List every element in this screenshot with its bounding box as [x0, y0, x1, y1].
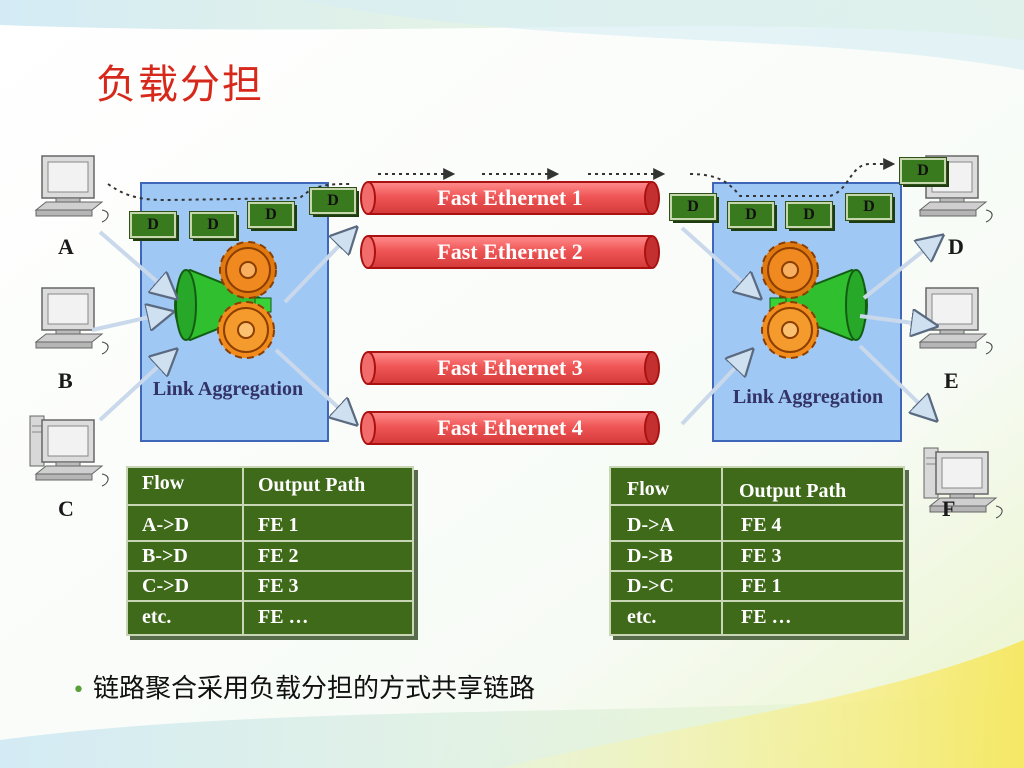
page-title: 负载分担 [96, 62, 264, 108]
table-cell: D->C [627, 575, 674, 597]
table-cell: etc. [142, 606, 172, 628]
left-aggregation-label: Link Aggregation [152, 378, 304, 400]
host-label-a: A [58, 234, 74, 259]
packet-d-icon: D [785, 201, 833, 229]
computer-b-icon [35, 287, 109, 355]
right-flow-table: Flow Output Path D->A FE 4 D->B FE 3 D->… [609, 466, 905, 636]
fast-ethernet-link-2: Fast Ethernet 2 [360, 235, 660, 269]
host-label-e: E [944, 368, 959, 393]
table-cell: FE … [258, 606, 309, 628]
table-cell: FE 2 [258, 545, 299, 567]
right-gear-top-icon [761, 241, 819, 299]
packet-d-icon: D [247, 201, 295, 229]
computer-a-icon [35, 155, 109, 223]
table-cell: etc. [627, 606, 657, 628]
host-label-b: B [58, 368, 73, 393]
fast-ethernet-label: Fast Ethernet 4 [437, 415, 583, 440]
packet-d-icon: D [845, 193, 893, 221]
fast-ethernet-label: Fast Ethernet 2 [437, 239, 583, 264]
fast-ethernet-label: Fast Ethernet 1 [437, 185, 583, 210]
table-cell: C->D [142, 575, 189, 597]
table-cell: B->D [142, 545, 188, 567]
fast-ethernet-label: Fast Ethernet 3 [437, 355, 583, 380]
computer-f-icon [923, 447, 1003, 519]
bullet-dot-icon: • [72, 678, 85, 703]
table-cell: D->A [627, 514, 674, 536]
host-label-d: D [948, 234, 964, 259]
table-cell: FE 3 [258, 575, 299, 597]
table-header: Output Path [739, 480, 847, 502]
table-header: Flow [142, 472, 185, 494]
left-gear-bottom-icon [217, 301, 275, 359]
left-gear-top-icon [219, 241, 277, 299]
table-cell: FE … [741, 606, 792, 628]
packet-d-icon: D [129, 211, 177, 239]
table-header: Output Path [258, 474, 366, 496]
computer-c-icon [29, 415, 109, 487]
packet-d-icon: D [189, 211, 237, 239]
flow-arrows [91, 228, 942, 424]
table-cell: D->B [627, 545, 673, 567]
right-gear-bottom-icon [761, 301, 819, 359]
table-cell: FE 3 [741, 545, 782, 567]
left-flow-table: Flow Output Path A->D FE 1 B->D FE 2 C->… [126, 466, 414, 636]
packet-path [107, 158, 896, 202]
table-cell: FE 1 [258, 514, 299, 536]
right-aggregation-label: Link Aggregation [732, 386, 884, 408]
fast-ethernet-link-3: Fast Ethernet 3 [360, 351, 660, 385]
fast-ethernet-link-1: Fast Ethernet 1 [360, 181, 660, 215]
packet-d-icon: D [899, 157, 947, 185]
host-label-f: F [942, 496, 956, 521]
table-cell: A->D [142, 514, 189, 536]
host-label-c: C [58, 496, 74, 521]
bullet-point: • 链路聚合采用负载分担的方式共享链路 [72, 668, 535, 705]
packet-d-icon: D [727, 201, 775, 229]
table-header: Flow [627, 478, 670, 500]
fast-ethernet-link-4: Fast Ethernet 4 [360, 411, 660, 445]
table-cell: FE 4 [741, 514, 782, 536]
bullet-text: 链路聚合采用负载分担的方式共享链路 [92, 674, 535, 704]
right-funnel-icon [769, 268, 868, 342]
packet-d-icon: D [309, 187, 357, 215]
table-cell: FE 1 [741, 575, 782, 597]
computer-e-icon [919, 287, 993, 355]
packet-d-icon: D [669, 193, 717, 221]
